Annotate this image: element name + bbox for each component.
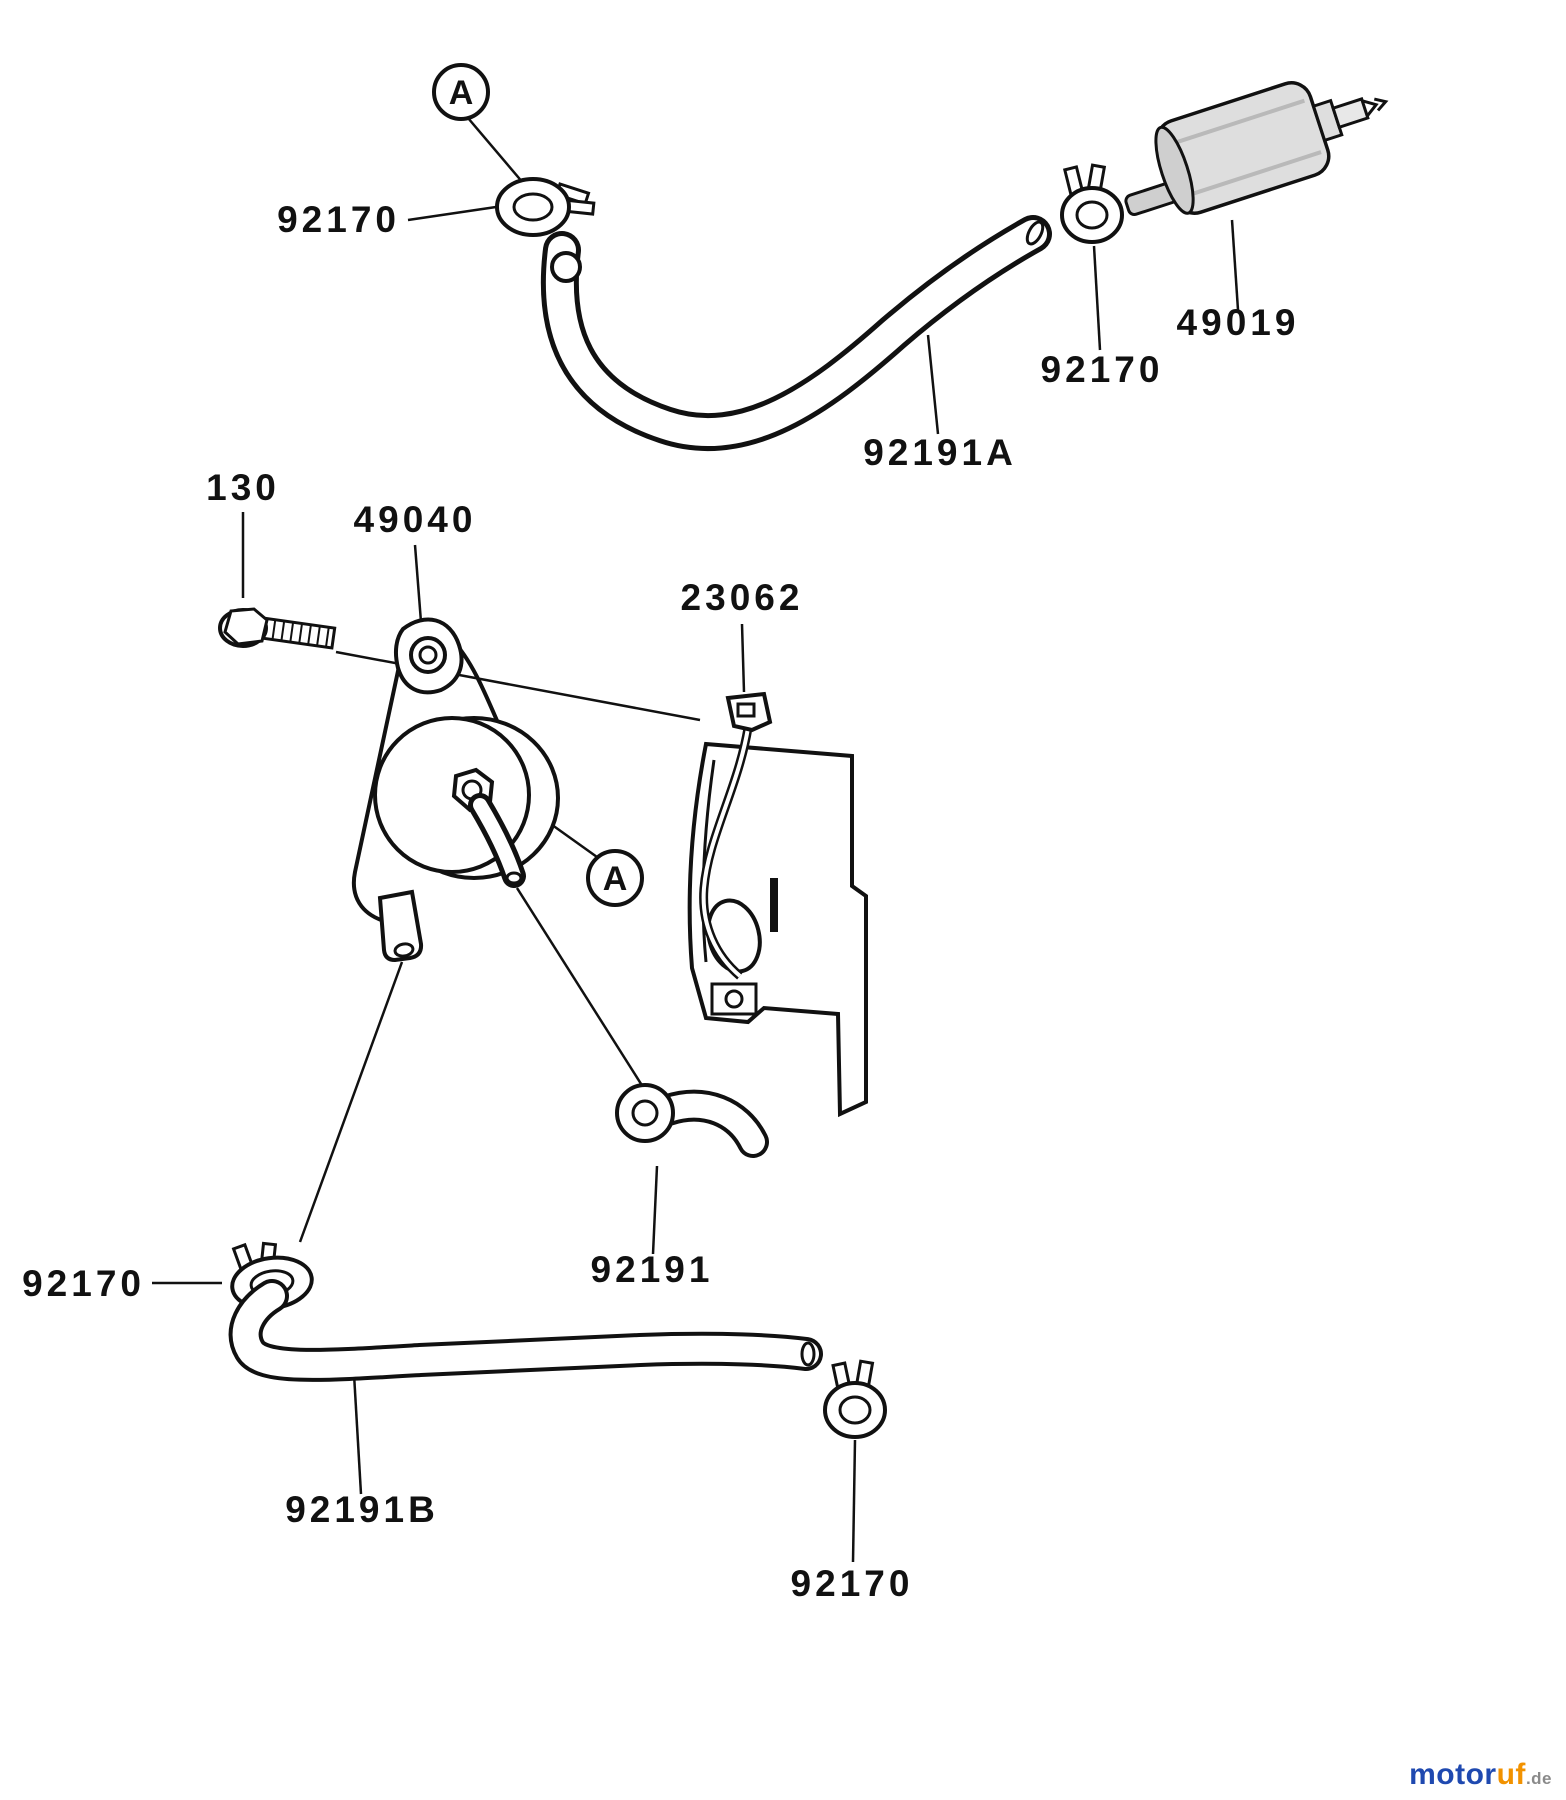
label-92170-bottom: 92170: [791, 1563, 914, 1604]
watermark-brand-secondary: uf: [1496, 1758, 1526, 1791]
valve-outlet-nipple: [377, 889, 424, 963]
site-watermark: motoruf.de: [1409, 1758, 1552, 1792]
callout-a-mid-letter: A: [603, 860, 628, 898]
fuel-valve-49040: [351, 617, 560, 963]
valve-to-hose-line: [298, 961, 404, 1243]
hose-clamp-filter: [1060, 163, 1124, 244]
label-92191a: 92191A: [863, 432, 1017, 473]
watermark-brand-primary: motor: [1409, 1758, 1497, 1791]
hose-clamp-top: [495, 177, 596, 237]
callout-a-top: A: [432, 63, 490, 121]
bracket-bottom-tab: [710, 982, 758, 1016]
label-130: 130: [206, 467, 280, 508]
hose-end-bore: [800, 1341, 816, 1367]
watermark-tld: .de: [1525, 1769, 1552, 1788]
label-92191b: 92191B: [285, 1489, 439, 1530]
fuel-hose-92191: [615, 1083, 769, 1158]
label-49019: 49019: [1177, 302, 1300, 343]
callout-a-mid: A: [586, 849, 644, 907]
part-labels: 92170 49019 92170 92191A 130 49040 23062…: [22, 199, 1300, 1604]
label-92170-left: 92170: [22, 1263, 145, 1304]
label-92170-top: 92170: [277, 199, 400, 240]
fuel-hose-92191a: [540, 215, 1052, 452]
mounting-bracket: [687, 741, 868, 1118]
label-23062: 23062: [681, 577, 804, 618]
hose-end-bore: [1025, 220, 1045, 246]
hose-clamp-bottom-right: [823, 1359, 887, 1439]
fitting-to-eyelet-line: [515, 887, 645, 1088]
clamp-23062: [699, 691, 773, 980]
hose-eyelet: [550, 251, 582, 283]
fuel-hose-92191b: [228, 1279, 823, 1382]
leader-lines: [152, 117, 1240, 1563]
fuel-filter-49019: [1124, 81, 1389, 217]
bolt-130: [218, 607, 337, 650]
label-92191: 92191: [591, 1249, 714, 1290]
label-92170-filter: 92170: [1041, 349, 1164, 390]
label-49040: 49040: [354, 499, 477, 540]
callout-a-top-letter: A: [449, 74, 474, 112]
